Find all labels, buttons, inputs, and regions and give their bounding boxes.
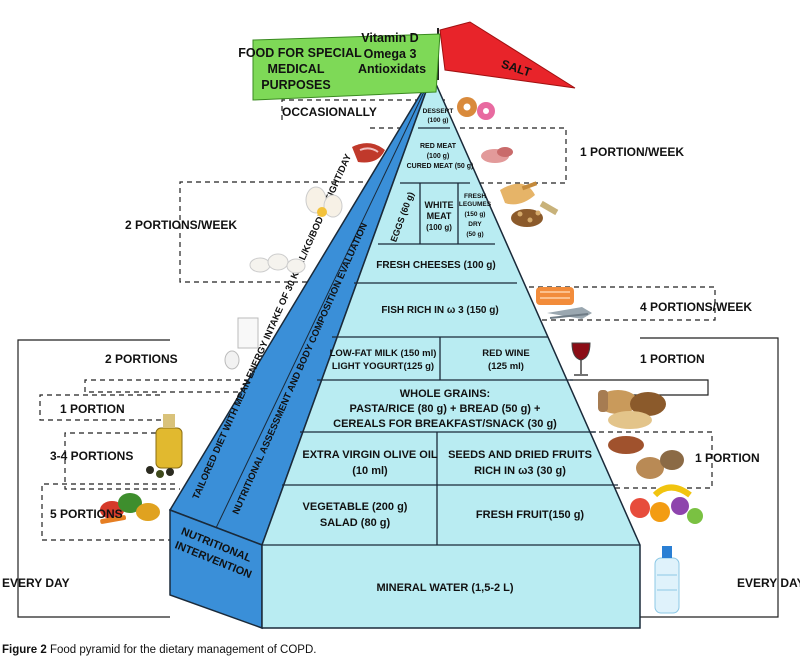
legumes-icon: [511, 200, 559, 227]
figure-caption: Figure 2 Food pyramid for the dietary ma…: [2, 644, 316, 656]
tier-legumes1: FRESH: [464, 193, 486, 200]
freq-4-portions-week: 4 PORTIONS/WEEK: [640, 300, 753, 314]
tier-white-meat2: MEAT: [427, 211, 452, 221]
donut-icon: [457, 97, 495, 120]
green-flag-antioxidants: Antioxidats: [358, 62, 426, 76]
bracket-every-day-left: [17, 339, 170, 618]
water-bottle-icon: [654, 546, 680, 614]
tier-cured-meat: CURED MEAT (50 g): [407, 163, 474, 170]
tier-wine2: (125 ml): [488, 361, 524, 372]
bracket-4-portions-week: [480, 286, 716, 321]
tier-white-meat: WHITE: [425, 200, 454, 210]
bracket-occasionally: [281, 99, 445, 120]
tier-legumes2: LEGUMES: [459, 201, 492, 208]
tier-fruit: FRESH FRUIT(150 g): [476, 509, 585, 521]
milk-icon: [224, 317, 259, 370]
freq-1-portion-seeds: 1 PORTION: [695, 451, 760, 465]
bracket-5-portions: [41, 483, 175, 541]
caption-label: Figure 2: [2, 644, 47, 656]
pyramid-front-face: [261, 72, 641, 629]
freq-1-portion-milk: 1 PORTION: [640, 352, 705, 366]
green-flag-line2: MEDICAL: [268, 62, 325, 76]
tier-red-meat-qty: (100 g): [427, 153, 450, 160]
bracket-1-portion-left: [39, 394, 170, 421]
tier-oil1: EXTRA VIRGIN OLIVE OIL: [302, 449, 438, 461]
bracket-1-portion-wine: [570, 379, 709, 396]
tier-fresh-cheeses: FRESH CHEESES (100 g): [376, 260, 495, 271]
tier-grains1: WHOLE GRAINS:: [400, 388, 490, 400]
tier-oil2: (10 ml): [352, 465, 388, 477]
chicken-icon: [500, 181, 538, 205]
tier-dessert-qty: (100 g): [428, 117, 449, 124]
grains-icon: [598, 390, 666, 429]
tier-grains3: CEREALS FOR BREAKFAST/SNACK (30 g): [333, 418, 557, 430]
tier-wine1: RED WINE: [482, 348, 530, 359]
green-flag: [252, 33, 441, 101]
tier-seeds1: SEEDS AND DRIED FRUITS: [448, 449, 592, 461]
cured-meat-icon: [481, 147, 513, 163]
tier-white-meat-qty: (100 g): [426, 223, 452, 232]
tier-lines: [262, 127, 640, 546]
side-divider: [215, 74, 433, 529]
red-flag: [439, 21, 576, 89]
freq-occasionally: OCCASIONALLY: [282, 105, 377, 119]
tier-legumes5: (50 g): [466, 231, 483, 238]
tier-legumes4: DRY: [468, 221, 482, 228]
tier-milk1: LOW-FAT MILK (150 ml): [330, 348, 437, 359]
vegetables-icon: [100, 493, 160, 524]
tier-veg2: SALAD (80 g): [320, 517, 391, 529]
freq-every-day-right: EVERY DAY: [737, 576, 800, 590]
bracket-1-portion-right: [590, 431, 713, 489]
bracket-3-4-portions: [64, 432, 180, 490]
tier-veg1: VEGETABLE (200 g): [303, 501, 408, 513]
green-flag-omega3: Omega 3: [364, 47, 417, 61]
bracket-every-day-right: [640, 337, 779, 618]
tier-grains2: PASTA/RICE (80 g) + BREAD (50 g) +: [350, 403, 541, 415]
eggs-icon: [305, 186, 343, 218]
freq-every-day-left: EVERY DAY: [2, 576, 70, 590]
freq-2-portions-week: 2 PORTIONS/WEEK: [125, 218, 238, 232]
green-flag-line3: PURPOSES: [261, 78, 330, 92]
tier-legumes3: (150 g): [465, 211, 486, 218]
seeds-icon: [608, 436, 684, 479]
tier-milk2: LIGHT YOGURT(125 g): [332, 361, 434, 372]
green-flag-line1: FOOD FOR SPECIAL: [238, 46, 362, 60]
tier-red-meat: RED MEAT: [420, 143, 457, 150]
tier-water: MINERAL WATER (1,5-2 L): [376, 582, 513, 594]
olive-oil-icon: [146, 414, 183, 478]
tier-seeds2: RICH IN ω3 (30 g): [474, 465, 566, 477]
freq-5-portions: 5 PORTIONS: [50, 507, 123, 521]
green-flag-vitamin-d: Vitamin D: [361, 31, 418, 45]
food-illustrations: [100, 97, 703, 614]
raw-meat-icon: [352, 143, 385, 163]
wine-glass-icon: [571, 342, 591, 376]
fruit-icon: [630, 484, 703, 524]
fish-icon: [536, 287, 592, 319]
freq-2-portions: 2 PORTIONS: [105, 352, 178, 366]
tier-fish: FISH RICH IN ω 3 (150 g): [381, 305, 498, 316]
freq-3-4-portions: 3-4 PORTIONS: [50, 449, 134, 463]
tier-dessert: DESSERT: [423, 108, 454, 115]
freq-1-portion-left: 1 PORTION: [60, 402, 125, 416]
caption-text: Food pyramid for the dietary management …: [49, 644, 317, 656]
frequency-brackets: [39, 99, 716, 541]
freq-1-portion-week: 1 PORTION/WEEK: [580, 145, 685, 159]
cheese-icon: [249, 253, 306, 274]
